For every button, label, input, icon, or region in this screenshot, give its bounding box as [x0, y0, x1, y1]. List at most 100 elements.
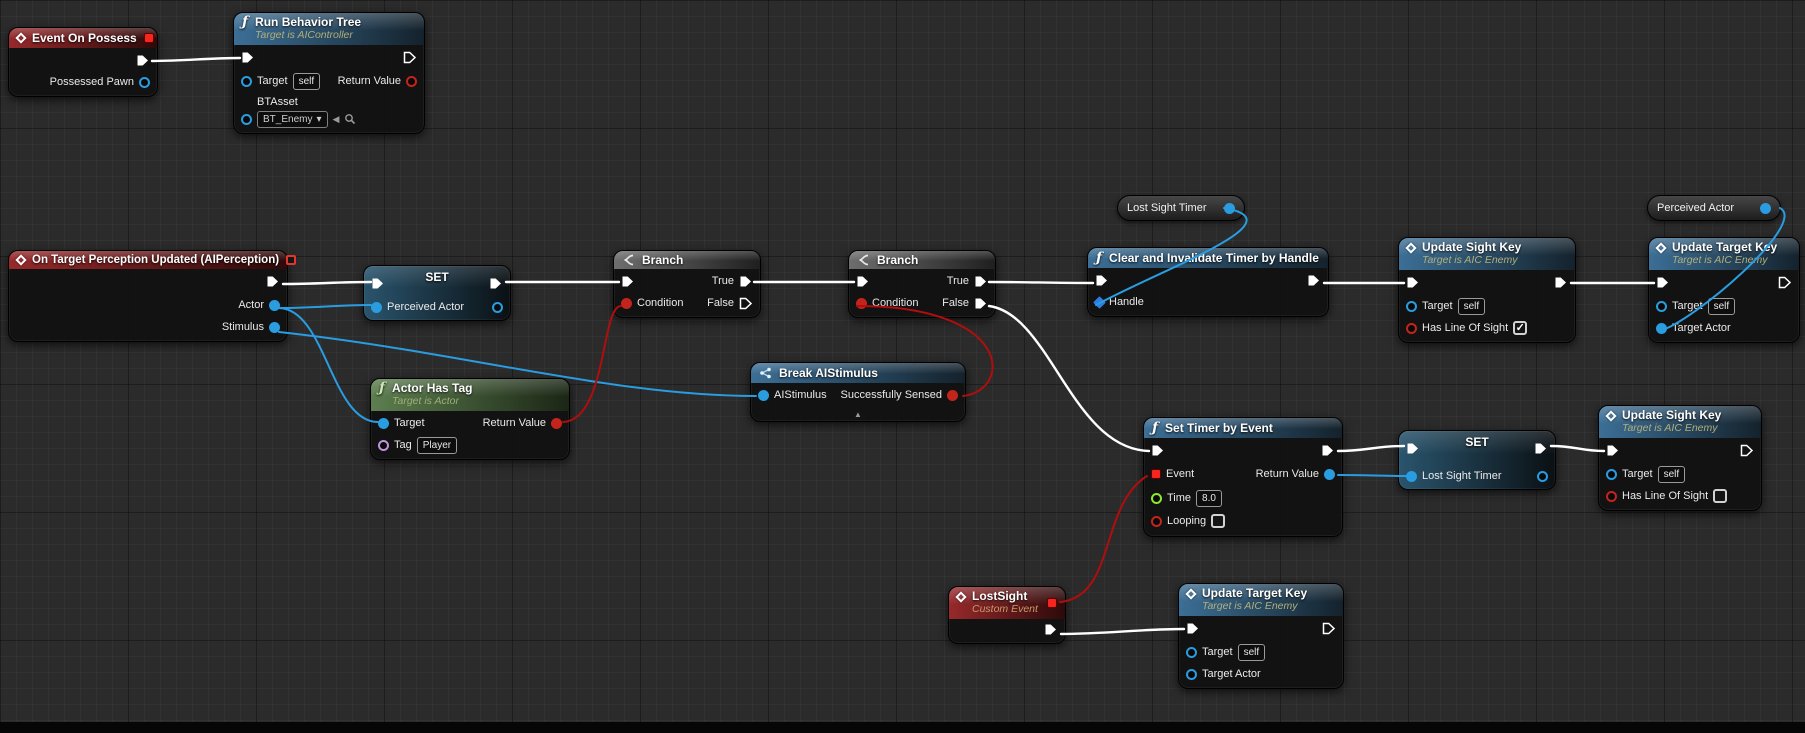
node-lostsight-event[interactable]: LostSight Custom Event: [948, 586, 1066, 644]
time-pin[interactable]: [1151, 492, 1162, 504]
exec-out-pin[interactable]: [1321, 444, 1335, 457]
actor-pin[interactable]: [269, 299, 280, 311]
exec-in-pin[interactable]: [856, 275, 870, 288]
false-exec-pin[interactable]: [739, 297, 753, 310]
time-value-field[interactable]: 8.0: [1196, 489, 1222, 507]
variable-get-lost-sight-timer[interactable]: Lost Sight Timer: [1117, 195, 1245, 221]
target-actor-pin[interactable]: [1656, 322, 1667, 334]
target-pin[interactable]: [1406, 300, 1417, 312]
delegate-pin[interactable]: [143, 33, 154, 43]
has-line-of-sight-pin[interactable]: [1606, 490, 1617, 502]
node-header[interactable]: Event On Possess: [9, 28, 157, 48]
node-update-target-key-bottom[interactable]: Update Target Key Target is AIC Enemy Ta…: [1178, 583, 1344, 689]
handle-pin[interactable]: [1093, 295, 1106, 309]
exec-out-pin[interactable]: [1307, 274, 1321, 287]
target-value-field[interactable]: self: [1237, 643, 1266, 661]
btasset-dropdown[interactable]: BT_Enemy ▾: [257, 110, 328, 128]
node-header[interactable]: Branch: [849, 251, 995, 269]
target-pin[interactable]: [241, 75, 252, 87]
return-value-pin[interactable]: [406, 75, 417, 87]
node-update-sight-key-bottom[interactable]: Update Sight Key Target is AIC Enemy Tar…: [1598, 405, 1762, 511]
exec-out-pin[interactable]: [403, 51, 417, 64]
exec-out-pin[interactable]: [1778, 276, 1792, 289]
possessed-pawn-pin[interactable]: [139, 76, 150, 88]
exec-in-pin[interactable]: [1406, 442, 1420, 455]
node-header[interactable]: Break AIStimulus: [751, 363, 965, 383]
delegate-pin[interactable]: [1047, 598, 1057, 608]
exec-in-pin[interactable]: [1406, 276, 1420, 289]
exec-in-pin[interactable]: [241, 51, 255, 64]
exec-out-pin[interactable]: [1534, 442, 1548, 455]
value-out-pin[interactable]: [1224, 202, 1235, 214]
node-branch-2[interactable]: Branch True Condition False: [848, 250, 996, 318]
tag-pin[interactable]: [378, 439, 389, 451]
target-pin[interactable]: [1606, 468, 1617, 480]
expand-collapse-toggle[interactable]: ▲: [854, 409, 862, 419]
node-run-behavior-tree[interactable]: ƒ Run Behavior Tree Target is AIControll…: [233, 12, 425, 134]
lost-sight-timer-out-pin[interactable]: [1537, 470, 1548, 482]
node-update-target-key-top[interactable]: Update Target Key Target is AIC Enemy Ta…: [1648, 237, 1800, 343]
node-set-perceived-actor[interactable]: SET Perceived Actor: [363, 265, 511, 321]
node-on-target-perception-updated[interactable]: On Target Perception Updated (AIPercepti…: [8, 250, 297, 342]
perceived-actor-out-pin[interactable]: [492, 301, 503, 313]
return-value-pin[interactable]: [551, 417, 562, 429]
return-value-pin[interactable]: [1324, 468, 1335, 480]
node-header[interactable]: On Target Perception Updated (AIPercepti…: [9, 251, 297, 269]
target-pin[interactable]: [378, 417, 389, 429]
node-event-on-possess[interactable]: Event On Possess Possessed Pawn: [8, 27, 158, 97]
exec-out-pin[interactable]: [1554, 276, 1568, 289]
aistimulus-pin[interactable]: [758, 389, 769, 401]
perceived-actor-in-pin[interactable]: [371, 301, 382, 313]
variable-get-perceived-actor[interactable]: Perceived Actor: [1647, 195, 1781, 221]
exec-out-pin[interactable]: [136, 54, 150, 67]
node-branch-1[interactable]: Branch True Condition False: [613, 250, 761, 318]
true-exec-pin[interactable]: [739, 275, 753, 288]
use-selected-asset-icon[interactable]: ◀: [332, 113, 340, 124]
node-update-sight-key-top[interactable]: Update Sight Key Target is AIC Enemy Tar…: [1398, 237, 1576, 343]
successfully-sensed-pin[interactable]: [947, 389, 958, 401]
exec-in-pin[interactable]: [1186, 622, 1200, 635]
condition-pin[interactable]: [621, 297, 632, 309]
node-header[interactable]: LostSight Custom Event: [949, 587, 1065, 619]
target-value-field[interactable]: self: [1707, 297, 1736, 315]
exec-out-pin[interactable]: [1322, 622, 1336, 635]
node-header[interactable]: ƒ Set Timer by Event: [1144, 418, 1342, 438]
node-clear-invalidate-timer[interactable]: ƒ Clear and Invalidate Timer by Handle H…: [1087, 247, 1329, 317]
exec-in-pin[interactable]: [371, 277, 385, 290]
node-header[interactable]: ƒ Run Behavior Tree Target is AIControll…: [234, 13, 424, 45]
exec-in-pin[interactable]: [1095, 274, 1109, 287]
has-line-of-sight-pin[interactable]: [1406, 322, 1417, 334]
target-pin[interactable]: [1656, 300, 1667, 312]
node-header[interactable]: ƒ Clear and Invalidate Timer by Handle: [1088, 248, 1328, 268]
value-out-pin[interactable]: [1760, 202, 1771, 214]
exec-in-pin[interactable]: [1151, 444, 1165, 457]
condition-pin[interactable]: [856, 297, 867, 309]
target-value-field[interactable]: self: [292, 72, 321, 90]
target-actor-pin[interactable]: [1186, 668, 1197, 680]
stimulus-pin[interactable]: [269, 321, 280, 333]
false-exec-pin[interactable]: [974, 297, 988, 310]
exec-in-pin[interactable]: [621, 275, 635, 288]
exec-out-pin[interactable]: [266, 275, 280, 288]
node-header[interactable]: Update Sight Key Target is AIC Enemy: [1399, 238, 1575, 270]
node-header[interactable]: Update Target Key Target is AIC Enemy: [1179, 584, 1343, 616]
target-pin[interactable]: [1186, 646, 1197, 658]
true-exec-pin[interactable]: [974, 275, 988, 288]
exec-in-pin[interactable]: [1656, 276, 1670, 289]
node-header[interactable]: Update Sight Key Target is AIC Enemy: [1599, 406, 1761, 438]
exec-out-pin[interactable]: [489, 277, 503, 290]
has-line-of-sight-checkbox[interactable]: [1713, 489, 1728, 503]
exec-in-pin[interactable]: [1606, 444, 1620, 457]
event-pin[interactable]: [1151, 469, 1161, 479]
looping-checkbox[interactable]: [1211, 514, 1226, 528]
target-value-field[interactable]: self: [1657, 465, 1686, 483]
node-header[interactable]: Update Target Key Target is AIC Enemy: [1649, 238, 1799, 270]
looping-pin[interactable]: [1151, 515, 1162, 527]
node-set-lost-sight-timer[interactable]: SET Lost Sight Timer: [1398, 430, 1556, 490]
node-break-aistimulus[interactable]: Break AIStimulus AIStimulus Successfully…: [750, 362, 966, 422]
node-set-timer-by-event[interactable]: ƒ Set Timer by Event Event Return Value …: [1143, 417, 1343, 537]
btasset-pin[interactable]: [241, 113, 252, 125]
tag-value-field[interactable]: Player: [416, 436, 458, 454]
target-value-field[interactable]: self: [1457, 297, 1486, 315]
